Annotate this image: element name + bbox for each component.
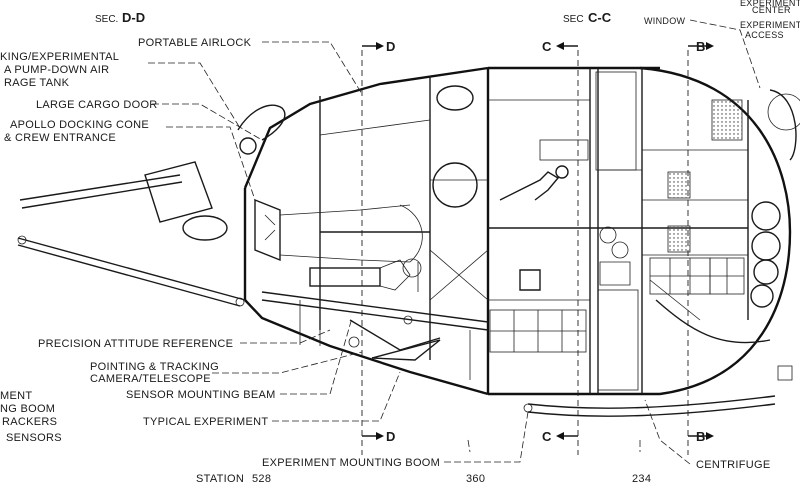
label-centrifuge: CENTRIFUGE [696, 459, 771, 471]
station-528: 528 [252, 473, 271, 485]
label-tracking-3: RAGE TANK [4, 77, 70, 89]
station-234: 234 [632, 473, 651, 485]
labels: SEC. D-D SEC C-C D D C C B B WINDOW EXPE… [0, 0, 800, 485]
station-360: 360 [466, 473, 485, 485]
label-left-4: SENSORS [6, 432, 62, 444]
label-center: CENTER [752, 5, 791, 15]
cut-marker-b-bottom: B [696, 429, 705, 444]
cut-marker-c-top: C [542, 39, 552, 54]
nose-internals [17, 104, 793, 417]
cut-marker-d-top: D [386, 39, 395, 54]
label-portable-airlock: PORTABLE AIRLOCK [138, 37, 252, 49]
hull-outline [243, 66, 797, 396]
label-tracking-2: A PUMP-DOWN AIR [4, 64, 109, 76]
cut-marker-b-top: B [696, 39, 705, 54]
section-dd-title: D-D [122, 10, 145, 25]
label-window: WINDOW [644, 16, 685, 26]
bulkheads [319, 68, 800, 394]
label-left-1: MENT [0, 390, 32, 402]
section-cut-arrows [362, 42, 714, 440]
label-apollo-2: & CREW ENTRANCE [4, 132, 116, 144]
label-typical-exp: TYPICAL EXPERIMENT [143, 416, 268, 428]
section-cc-title: C-C [588, 10, 612, 25]
label-left-3: RACKERS [2, 416, 57, 428]
label-experiment-top: EXPERIMENT [740, 0, 800, 8]
label-tracking-1: KING/EXPERIMENTAL [0, 51, 119, 63]
label-pointing-1: POINTING & TRACKING [90, 361, 219, 373]
leader-lines [148, 19, 761, 465]
section-cc-prefix: SEC [563, 14, 584, 25]
label-exp-access-2: ACCESS [745, 30, 784, 40]
cut-marker-d-bottom: D [386, 429, 395, 444]
label-exp-access-1: EXPERIMENT [740, 20, 800, 30]
label-large-cargo-door: LARGE CARGO DOOR [36, 99, 158, 111]
label-left-2: NG BOOM [0, 403, 55, 415]
label-exp-boom: EXPERIMENT MOUNTING BOOM [262, 457, 440, 469]
label-pointing-2: CAMERA/TELESCOPE [90, 373, 211, 385]
label-precision: PRECISION ATTITUDE REFERENCE [38, 338, 233, 350]
label-sensor-beam: SENSOR MOUNTING BEAM [126, 389, 276, 401]
station-label: STATION [196, 473, 244, 485]
section-dd-prefix: SEC. [95, 14, 118, 25]
label-apollo-1: APOLLO DOCKING CONE [10, 119, 149, 131]
cut-marker-c-bottom: C [542, 429, 552, 444]
